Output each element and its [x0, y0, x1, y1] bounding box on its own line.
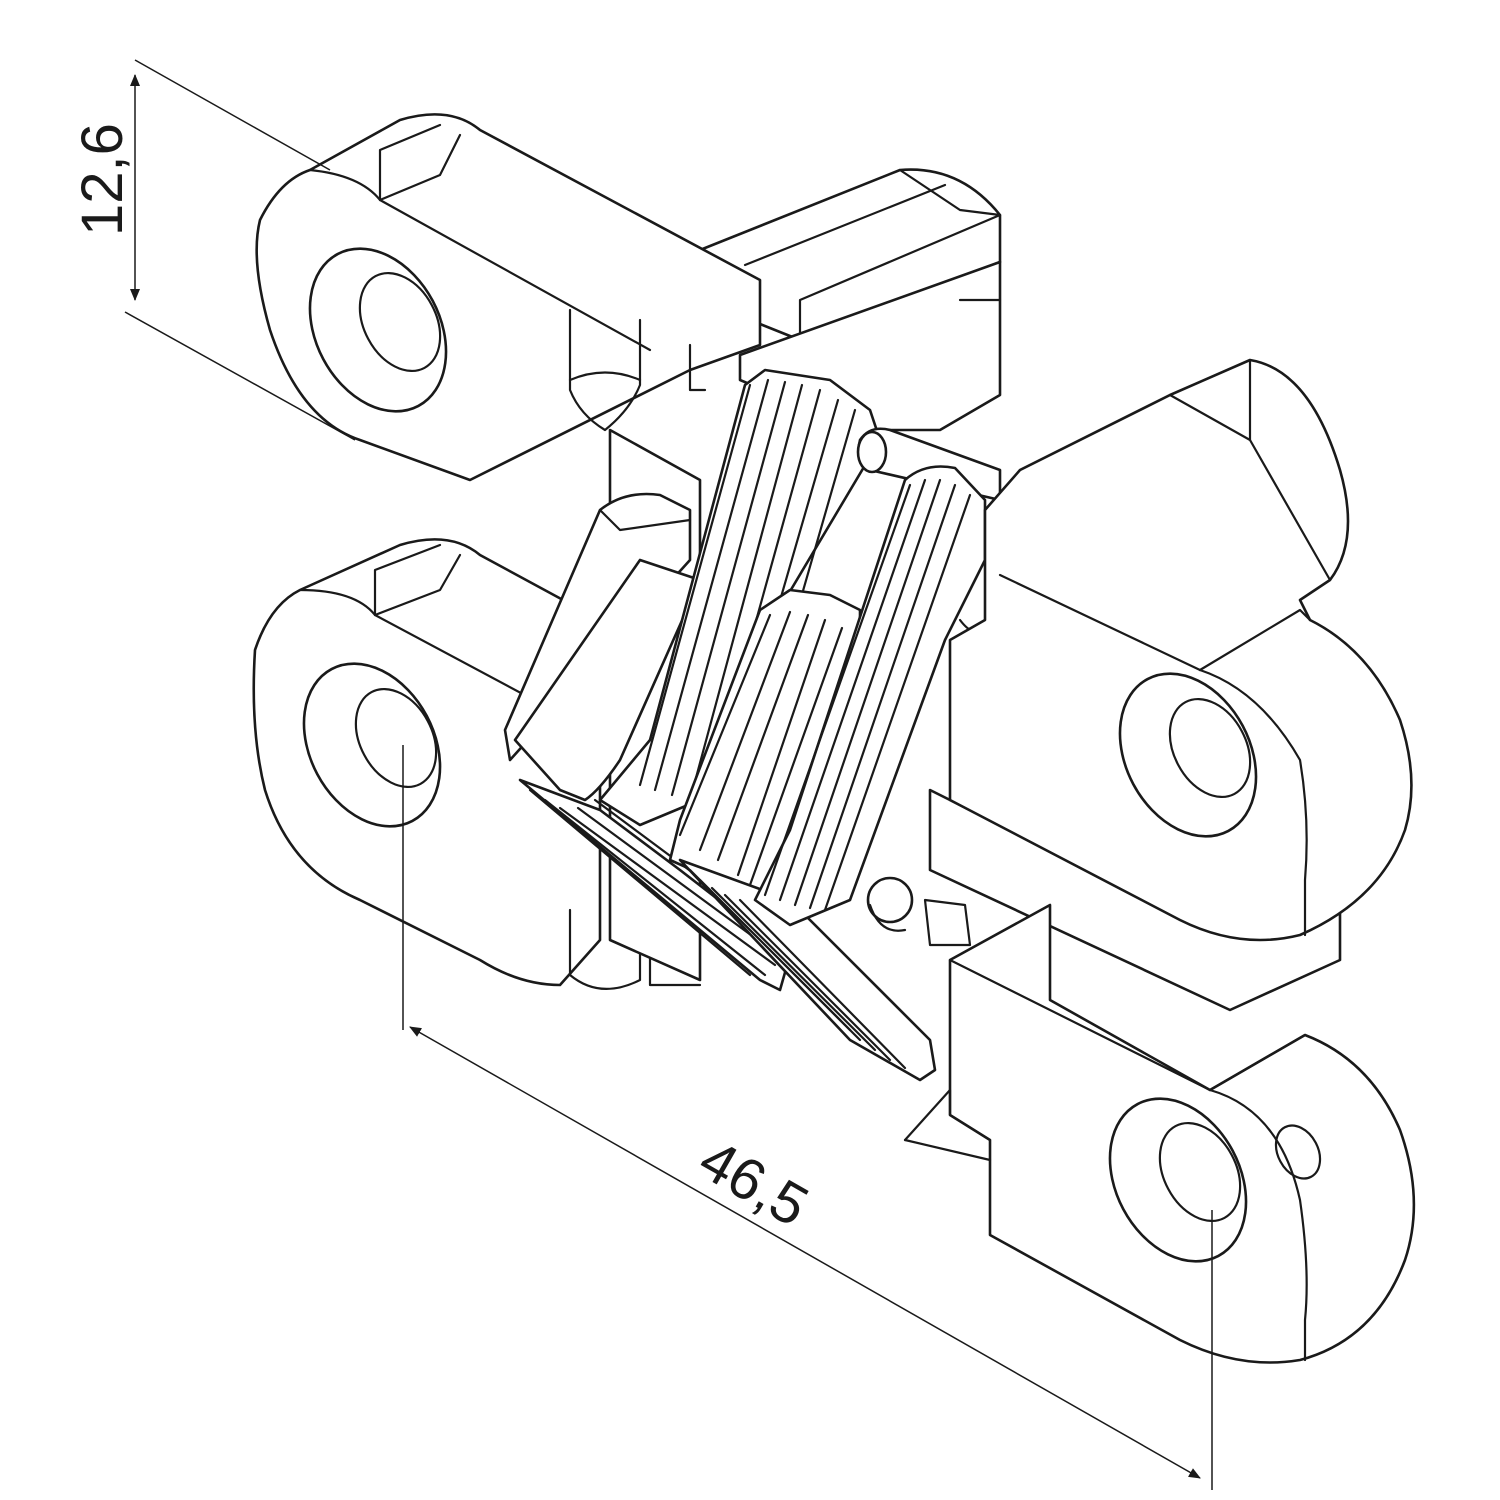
bottom-left-mount-hole [302, 662, 442, 828]
lower-pivot-pin [866, 876, 914, 924]
upper-pivot-pin [856, 430, 888, 474]
link-plates-left [503, 492, 792, 992]
small-pin-hole [1274, 1124, 1322, 1180]
link-plates-center [598, 368, 1002, 1082]
top-left-leaf [255, 113, 762, 482]
height-dimension-label: 12,6 [70, 123, 135, 236]
link-plates-right [753, 465, 987, 932]
bottom-left-leaf [252, 538, 702, 990]
top-right-leaf [948, 358, 1413, 942]
height-dimension: 12,6 [70, 59, 356, 441]
top-right-mount-hole [1118, 672, 1258, 838]
